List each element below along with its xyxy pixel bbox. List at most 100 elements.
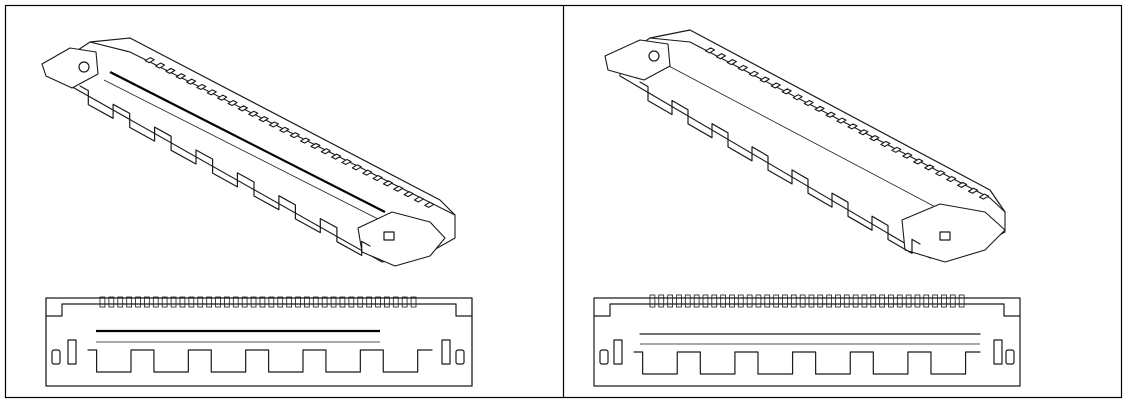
- contact-pin: [259, 296, 266, 308]
- contact-pin: [392, 296, 399, 308]
- contact-pin: [250, 296, 257, 308]
- contact-pin: [861, 294, 868, 308]
- contact-pin: [729, 294, 735, 308]
- contact-pin: [117, 296, 124, 308]
- contact-pin: [331, 153, 342, 160]
- contact-pin: [932, 294, 939, 308]
- contact-pin: [413, 196, 425, 203]
- contact-pin: [905, 294, 912, 308]
- contact-pin: [902, 152, 913, 159]
- contact-pin: [792, 94, 803, 101]
- contact-pin: [348, 296, 355, 308]
- contact-pin: [968, 187, 979, 194]
- contact-pin: [649, 294, 656, 308]
- contact-pin: [357, 296, 364, 308]
- left-isometric-view: [41, 37, 456, 267]
- contact-pin: [424, 201, 435, 208]
- contact-pin: [852, 294, 859, 308]
- contact-pin: [693, 294, 700, 308]
- contact-pin: [312, 296, 319, 308]
- contact-pin: [858, 129, 869, 136]
- contact-pin: [175, 73, 186, 80]
- contact-pin: [935, 170, 946, 177]
- contact-pin: [372, 174, 383, 182]
- contact-pin: [826, 294, 833, 308]
- contact-pin: [941, 294, 947, 308]
- contact-pin: [946, 175, 957, 183]
- contact-pin: [241, 296, 248, 308]
- contact-pin: [286, 296, 293, 308]
- contact-pin: [186, 78, 197, 85]
- contact-pin: [258, 116, 269, 123]
- contact-pin: [248, 110, 259, 117]
- contact-pin: [401, 296, 408, 308]
- contact-pin: [957, 181, 968, 188]
- right-front-view: [593, 294, 1021, 387]
- contact-pin: [144, 57, 155, 64]
- contact-pin: [658, 294, 665, 308]
- contact-pin: [170, 296, 177, 308]
- contact-pin: [126, 296, 132, 308]
- contact-pin: [179, 296, 186, 308]
- contact-pin: [321, 296, 328, 308]
- contact-pin: [879, 294, 886, 308]
- contact-pin: [949, 294, 956, 308]
- contact-pin: [770, 82, 781, 89]
- contact-pin: [403, 191, 414, 198]
- contact-pin: [923, 294, 930, 308]
- contact-pin: [720, 294, 727, 308]
- contact-pin: [206, 89, 217, 96]
- contact-pin: [320, 148, 331, 155]
- contact-pin: [880, 140, 891, 148]
- contact-pin: [896, 294, 903, 308]
- contact-pin: [702, 294, 709, 308]
- contact-pin: [836, 117, 847, 124]
- right-isometric-view: [604, 29, 1006, 263]
- contact-pin: [759, 76, 770, 83]
- contact-pin: [152, 296, 159, 308]
- contact-pin: [277, 296, 284, 308]
- contact-pin: [711, 294, 718, 308]
- contact-pin: [676, 294, 682, 308]
- contact-pin: [330, 296, 337, 308]
- contact-pin: [135, 296, 141, 308]
- contact-pin: [268, 121, 280, 128]
- contact-pin: [393, 185, 404, 192]
- contact-pin: [383, 296, 390, 308]
- contact-pin: [764, 294, 771, 308]
- contact-pin: [803, 99, 814, 107]
- contact-pin: [781, 88, 792, 95]
- contact-pin: [375, 296, 381, 308]
- contact-pin: [99, 296, 106, 308]
- contact-pin: [790, 294, 797, 308]
- contact-pin: [869, 135, 880, 142]
- contact-pin: [817, 294, 824, 308]
- contact-pin: [835, 294, 841, 308]
- contact-pin: [870, 294, 877, 308]
- contact-pin: [825, 111, 836, 118]
- contact-pin: [299, 137, 311, 144]
- contact-pin: [978, 193, 990, 200]
- contact-pin: [799, 294, 806, 308]
- contact-pin: [814, 105, 825, 112]
- contact-pin: [154, 62, 166, 69]
- contact-pin: [217, 94, 228, 101]
- contact-pin: [165, 67, 176, 74]
- contact-pin: [341, 158, 352, 166]
- contact-pin: [223, 296, 230, 308]
- contact-pin: [279, 126, 290, 133]
- contact-pin: [726, 59, 737, 66]
- contact-pin: [227, 99, 238, 107]
- contact-pin: [913, 158, 924, 165]
- contact-pin: [924, 164, 935, 171]
- contact-pin: [351, 164, 362, 171]
- contact-pin: [958, 294, 965, 308]
- contact-pin: [382, 180, 393, 187]
- contact-pin: [667, 294, 674, 308]
- contact-pin: [310, 142, 321, 149]
- contact-pin: [143, 296, 150, 308]
- contact-pin: [808, 294, 815, 308]
- contact-pin: [891, 146, 902, 153]
